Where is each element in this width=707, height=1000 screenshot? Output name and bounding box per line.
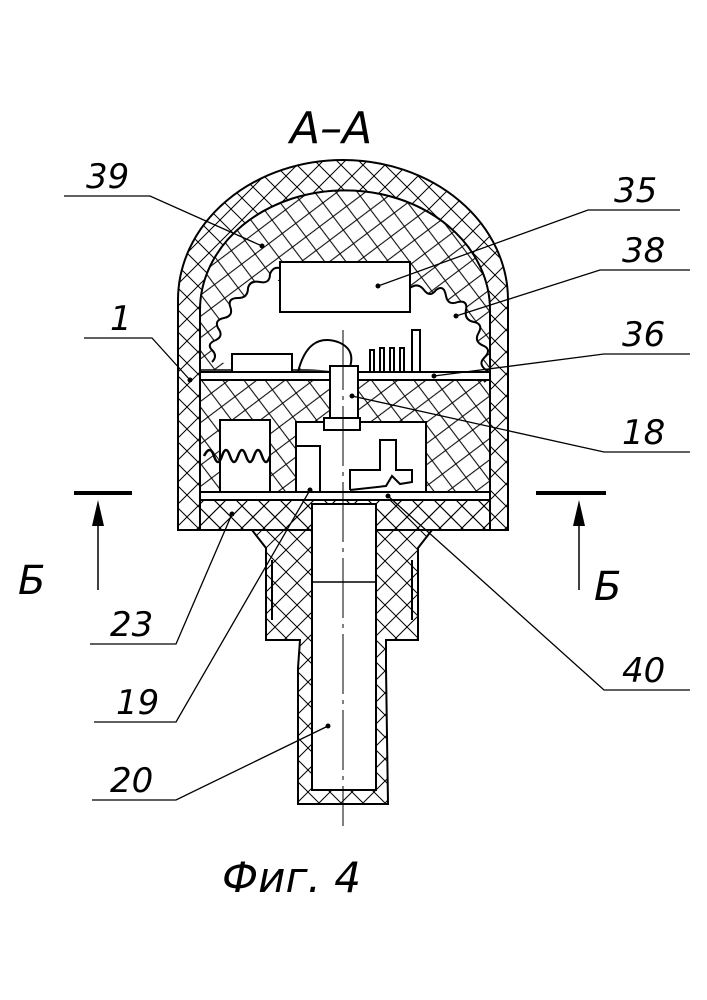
callout-19: 19 bbox=[116, 683, 159, 723]
callout-18: 18 bbox=[622, 413, 665, 453]
section-arrow-right-head bbox=[573, 500, 585, 526]
section-mark-right: Б bbox=[594, 564, 621, 610]
callout-40: 40 bbox=[622, 651, 665, 691]
callout-36: 36 bbox=[622, 315, 665, 355]
lower-board bbox=[200, 492, 490, 500]
section-mark-left: Б bbox=[18, 558, 45, 604]
callout-23: 23 bbox=[110, 605, 153, 645]
callout-20: 20 bbox=[110, 761, 153, 801]
inner-channel bbox=[312, 504, 376, 790]
figure-caption: Фиг. 4 bbox=[222, 853, 361, 902]
section-title: A–A bbox=[287, 103, 372, 154]
board-chip bbox=[232, 354, 292, 372]
sensor-element bbox=[330, 366, 358, 418]
component-block bbox=[280, 262, 410, 312]
contact-post bbox=[296, 446, 320, 492]
leader-1 bbox=[84, 338, 190, 380]
callout-35: 35 bbox=[614, 171, 657, 211]
callout-38: 38 bbox=[622, 231, 665, 271]
sensor-base bbox=[324, 418, 360, 430]
callout-39: 39 bbox=[86, 157, 129, 197]
section-arrow-left-head bbox=[92, 500, 104, 526]
callout-1: 1 bbox=[110, 299, 132, 339]
